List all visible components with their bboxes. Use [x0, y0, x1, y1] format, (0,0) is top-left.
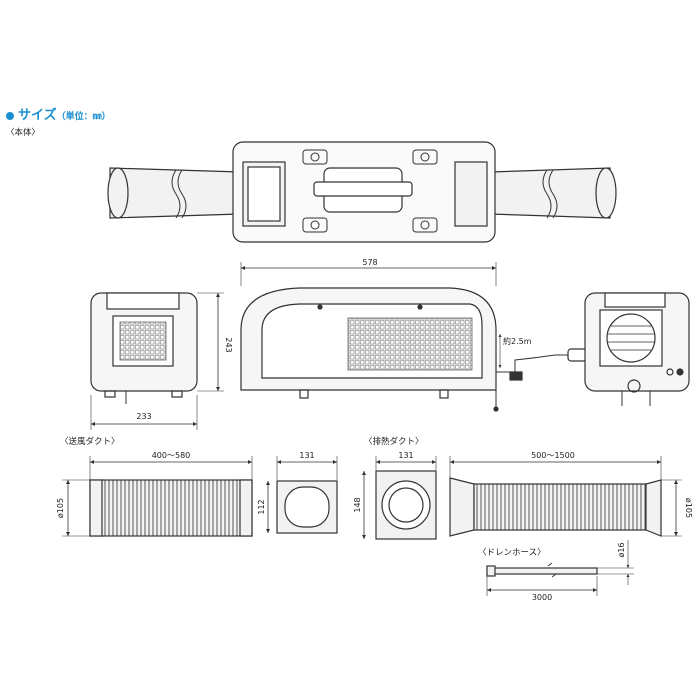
- supply-duct: [62, 456, 253, 537]
- dim-exhaust-diameter: ø105: [684, 498, 693, 518]
- dim-cord-length: 約2.5m: [503, 336, 532, 346]
- dim-body-width: 578: [362, 258, 377, 267]
- dim-exhaust-length: 500～1500: [531, 451, 575, 460]
- top-right-duct-end: [595, 167, 617, 219]
- right-fan-circle: [606, 313, 656, 363]
- front-exhaust-grill: [347, 317, 473, 371]
- exhaust-duct-coil: [473, 483, 647, 531]
- top-view: [107, 141, 617, 243]
- top-left-duct-end: [107, 167, 129, 219]
- dim-exhaust-square-height: 148: [353, 497, 362, 512]
- dim-body-depth: 233: [136, 412, 151, 421]
- dim-supply-length: 400～580: [152, 451, 191, 460]
- drain-hose-tube: [486, 567, 598, 575]
- dim-drain-length: 3000: [532, 593, 552, 602]
- label-exhaust-duct: 〈排熱ダクト〉: [364, 437, 424, 447]
- dim-supply-square-width: 131: [299, 451, 314, 460]
- drain-hose: [486, 540, 634, 596]
- dim-supply-square-height: 112: [257, 499, 266, 514]
- section-header: サイズ（単位：㎜）: [6, 104, 111, 123]
- front-view: [240, 262, 587, 412]
- label-drain-hose: 〈ドレンホース〉: [478, 548, 546, 558]
- bullet-icon: [6, 111, 14, 120]
- left-side-view: [90, 292, 224, 430]
- dim-drain-diameter: ø16: [617, 542, 626, 557]
- label-main-body: 〈本体〉: [6, 128, 41, 138]
- right-side-view: [584, 292, 690, 406]
- label-supply-duct: 〈送風ダクト〉: [60, 437, 120, 447]
- supply-duct-coil: [89, 479, 253, 537]
- header-unit: （単位：㎜）: [56, 112, 111, 122]
- dim-exhaust-square-width: 131: [398, 451, 413, 460]
- header-title: サイズ: [18, 108, 57, 123]
- dim-supply-diameter: ø105: [56, 498, 65, 518]
- power-cord: [496, 354, 572, 373]
- exhaust-flange: [362, 456, 437, 540]
- supply-flange: [266, 456, 338, 534]
- dim-body-height: 243: [224, 337, 233, 352]
- plug-icon: [567, 348, 587, 362]
- exhaust-duct: [449, 456, 682, 537]
